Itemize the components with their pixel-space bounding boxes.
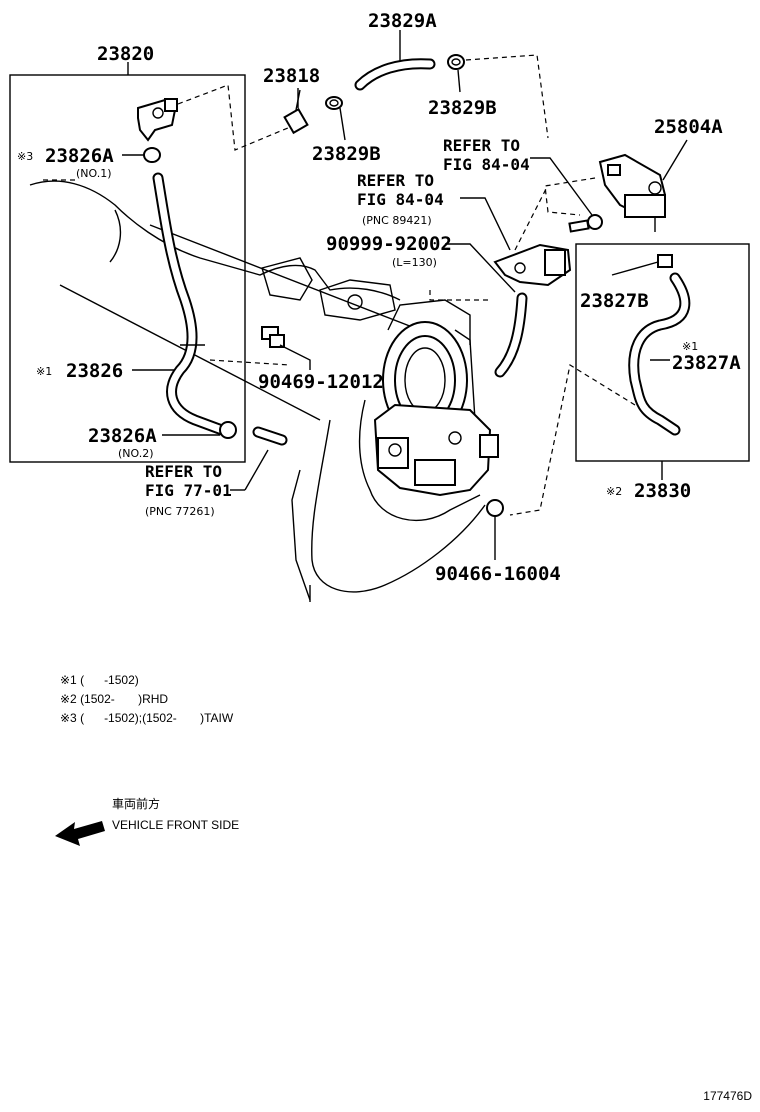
label-23827B: 23827B: [580, 290, 649, 312]
leader-23827B: [611, 261, 659, 276]
engine-illustration: [29, 180, 499, 602]
dash-ref2: [514, 184, 549, 251]
leader-90469: [279, 344, 311, 370]
leader-ref2: [460, 197, 511, 251]
front-label-jp: 車両前方: [112, 796, 160, 811]
note-1: ※1 ( -1502): [60, 673, 139, 687]
label-23826A-1: 23826A: [45, 145, 114, 167]
label-23820: 23820: [97, 43, 154, 65]
label-ref3-line1: REFER TO: [145, 462, 222, 481]
part-23827B-clamp: [657, 254, 673, 268]
part-23829A-hose: [354, 58, 436, 91]
label-ref3-pnc: (PNC 77261): [145, 505, 215, 518]
part-refer-77-01-hose: [252, 426, 288, 446]
part-89421-sensor: [493, 243, 572, 287]
dash-23820-23818: [177, 84, 296, 151]
label-ref1-line2: FIG 84-04: [443, 155, 530, 174]
label-ref2-pnc: (PNC 89421): [362, 214, 432, 227]
leader-25804A: [662, 139, 688, 181]
part-25804A-sensor: [598, 153, 667, 232]
leader-90999: [445, 243, 516, 293]
dash-90469: [209, 359, 291, 366]
label-23829B-top: 23829B: [428, 97, 497, 119]
part-90999-hose: [494, 292, 528, 378]
label-23830-prefix: ※2: [606, 485, 622, 498]
label-23826A-1-prefix: ※3: [17, 150, 33, 163]
label-90466: 90466-16004: [435, 563, 561, 585]
leader-ref77: [244, 449, 269, 491]
leader-23829B-right: [457, 69, 461, 93]
label-90469: 90469-12012: [258, 371, 384, 393]
label-ref1-line1: REFER TO: [443, 136, 520, 155]
label-23830: 23830: [634, 480, 691, 502]
label-25804A: 25804A: [654, 116, 723, 138]
part-23829B-clamp-right: [447, 54, 465, 70]
part-23829B-clamp-left: [325, 96, 343, 110]
label-23826A-2-note: (NO.2): [118, 447, 154, 460]
label-23829A: 23829A: [368, 10, 437, 32]
label-23826: 23826: [66, 360, 123, 382]
figure-id: 177476D: [703, 1089, 752, 1103]
label-90999-note: (L=130): [392, 256, 437, 269]
part-23820-valve: [137, 98, 178, 142]
part-90466-clamp: [486, 499, 504, 517]
part-90469-clip: [261, 326, 285, 348]
label-90999: 90999-92002: [326, 233, 452, 255]
label-23826A-2: 23826A: [88, 425, 157, 447]
dash-23827A: [509, 364, 636, 516]
label-23829B: 23829B: [312, 143, 381, 165]
label-23818: 23818: [263, 65, 320, 87]
part-23827A-hose: [628, 272, 691, 436]
part-23818-fitting: [283, 89, 309, 135]
label-23826-prefix: ※1: [36, 365, 52, 378]
label-23827A-prefix: ※1: [682, 340, 698, 353]
dash-23829B-25804A: [465, 54, 549, 139]
part-23826A-clamp-2: [219, 421, 237, 439]
label-23827A: 23827A: [672, 352, 741, 374]
label-ref3-line2: FIG 77-01: [145, 481, 232, 500]
note-2: ※2 (1502- )RHD: [60, 692, 168, 706]
dash-25804A: [544, 177, 596, 216]
part-23826A-clamp-1: [143, 147, 161, 163]
label-ref2-line1: REFER TO: [357, 171, 434, 190]
part-bolt: [568, 214, 603, 233]
leader-ref1: [530, 157, 593, 216]
front-label-en: VEHICLE FRONT SIDE: [112, 818, 239, 832]
group-box-23820: [9, 74, 246, 463]
note-3: ※3 ( -1502);(1502- )TAIW: [60, 711, 234, 725]
front-arrow-icon: [55, 821, 105, 846]
dash-90999: [429, 290, 488, 301]
part-23826-hose: [152, 172, 228, 436]
leader-23829B-left: [339, 107, 346, 141]
label-ref2-line2: FIG 84-04: [357, 190, 444, 209]
label-23826A-1-note: (NO.1): [76, 167, 112, 180]
